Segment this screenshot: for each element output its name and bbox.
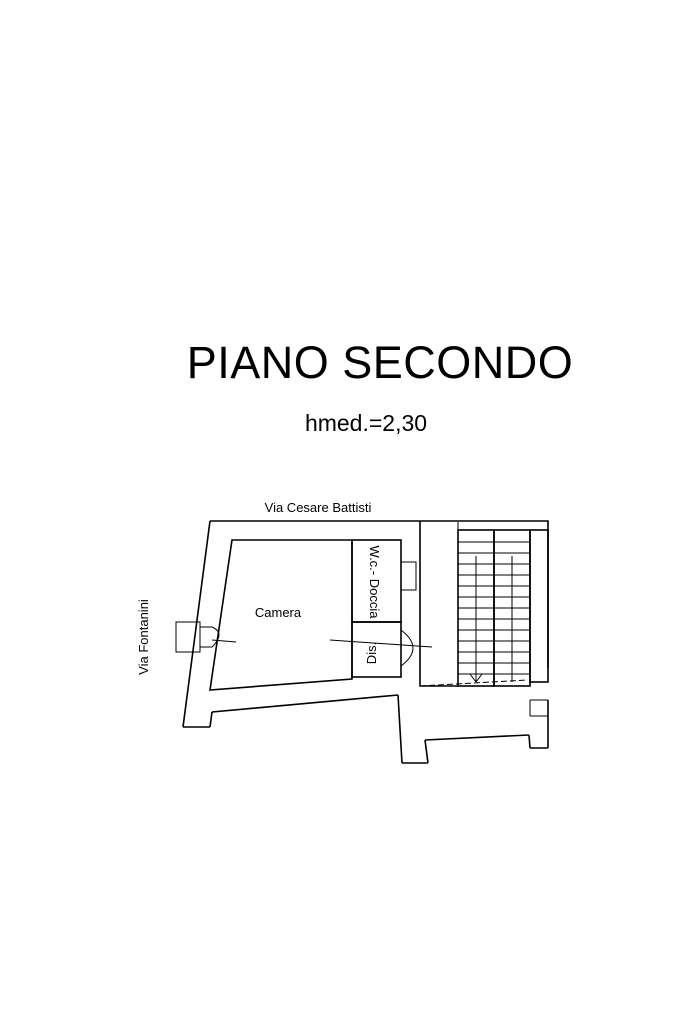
stair-steps [458, 541, 530, 675]
wc-room: W.c.- Doccia [351, 539, 417, 623]
dis-room: Dis. [329, 621, 433, 678]
street-label-left: Via Fontanini [136, 599, 151, 675]
street-label-top: Via Cesare Battisti [265, 500, 372, 515]
camera-room: Camera [209, 539, 353, 691]
room-label-wc: W.c.- Doccia [367, 546, 382, 620]
room-label-dis: Dis. [364, 642, 379, 664]
page-title: PIANO SECONDO [186, 337, 574, 388]
staircase [457, 529, 549, 687]
room-label-camera: Camera [255, 605, 302, 620]
average-height-label: hmed.=2,30 [304, 410, 428, 436]
window-left [175, 621, 237, 653]
